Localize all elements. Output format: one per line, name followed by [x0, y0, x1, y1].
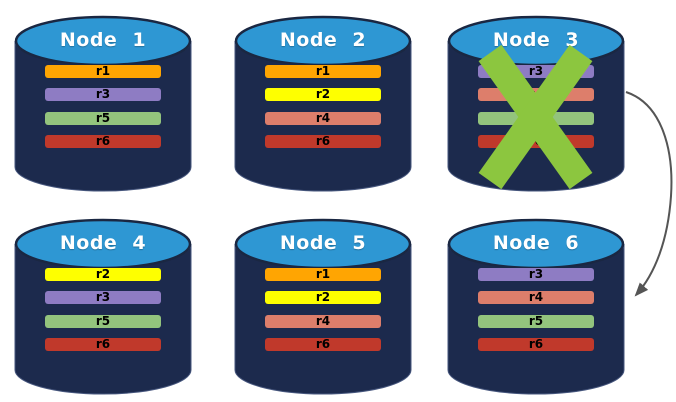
node-cylinder: Node 4 r2 r3 r5 r6	[13, 212, 193, 396]
replica-bar: r5	[478, 315, 594, 328]
node-cylinder: Node 2 r1 r2 r4 r6	[233, 9, 413, 193]
replica-bar: r3	[478, 268, 594, 281]
replica-list: r1 r2 r4 r6	[233, 9, 413, 193]
replica-bar: r6	[45, 338, 161, 351]
replica-bar: r2	[45, 268, 161, 281]
replica-bar: r4	[478, 291, 594, 304]
replica-bar: r2	[265, 291, 381, 304]
replica-bar: r1	[265, 65, 381, 78]
replica-bar: r3	[45, 291, 161, 304]
node-cylinder: Node 6 r3 r4 r5 r6	[446, 212, 626, 396]
node-label: Node 1	[59, 29, 147, 51]
replica-bar: r1	[265, 268, 381, 281]
replica-bar: r2	[265, 88, 381, 101]
node-label: Node 4	[59, 232, 147, 254]
replica-list: r1 r3 r5 r6	[13, 9, 193, 193]
replica-bar: r3	[45, 88, 161, 101]
node-label: Node 3	[492, 29, 580, 51]
replica-bar: r6	[478, 338, 594, 351]
replica-bar: r6	[265, 135, 381, 148]
node-label: Node 6	[492, 232, 580, 254]
replica-list: r2 r3 r5 r6	[13, 212, 193, 396]
replica-list: r1 r2 r4 r6	[233, 212, 413, 396]
replica-bar: r5	[45, 315, 161, 328]
replica-list: r3 r4 r5 r6	[446, 212, 626, 396]
node-cylinder: Node 1 r1 r3 r5 r6	[13, 9, 193, 193]
node-label: Node 2	[279, 29, 367, 51]
replica-bar: r5	[45, 112, 161, 125]
replica-bar: r1	[45, 65, 161, 78]
replica-bar: r6	[265, 338, 381, 351]
replica-bar: r4	[265, 112, 381, 125]
node-cylinder: Node 5 r1 r2 r4 r6	[233, 212, 413, 396]
node-label: Node 5	[279, 232, 367, 254]
replica-bar: r6	[45, 135, 161, 148]
failure-x-icon	[478, 44, 593, 190]
replica-bar: r4	[265, 315, 381, 328]
